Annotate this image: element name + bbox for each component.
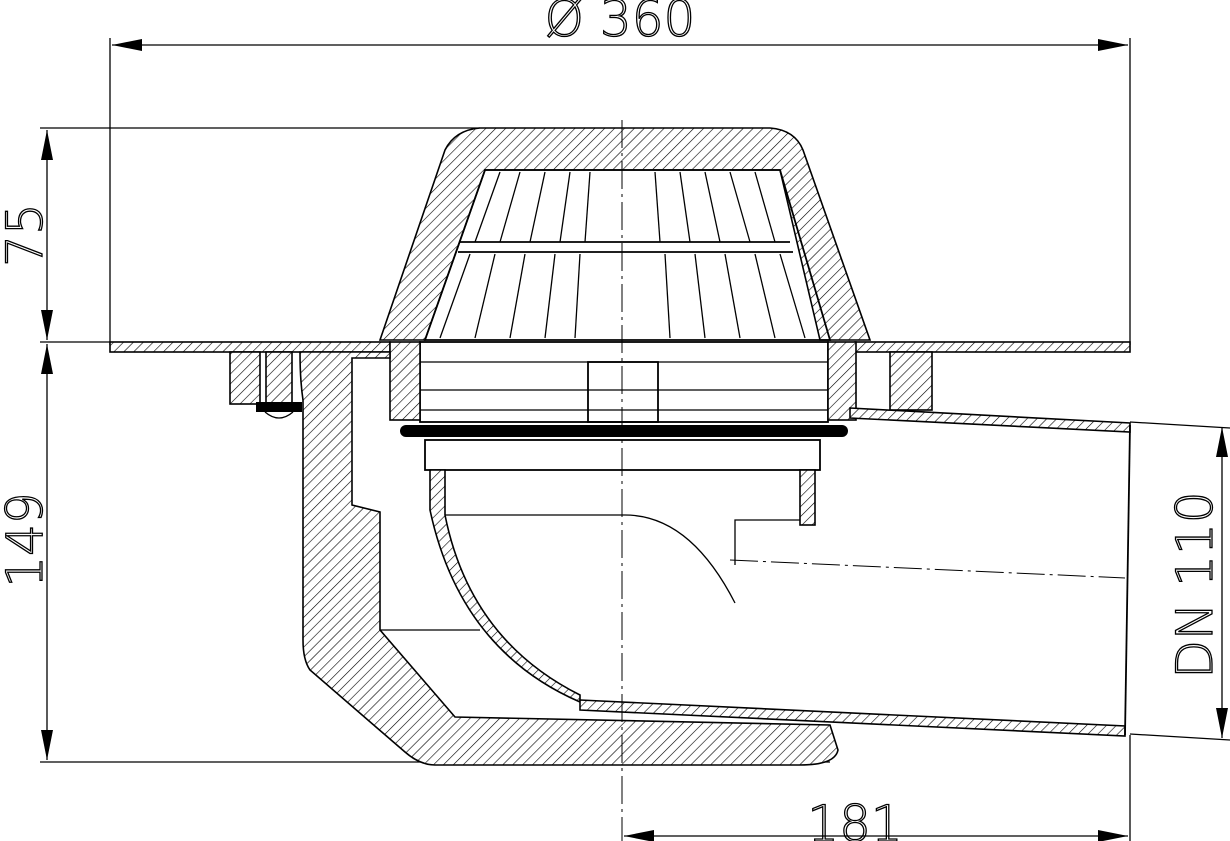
spigot-right-wall <box>799 469 816 526</box>
outlet-centerline <box>729 559 1126 579</box>
inner-spigot <box>429 469 581 704</box>
dome-height-label: 75 <box>0 203 54 267</box>
diameter-label: Ø 360 <box>545 0 696 48</box>
clamp-ring-right <box>889 351 933 411</box>
grate-slots <box>423 169 832 341</box>
outlet-pipe <box>579 407 1131 737</box>
bolt-nut <box>256 402 302 412</box>
outlet-label: DN 110 <box>1166 491 1224 678</box>
clamp-ring-left <box>229 351 261 405</box>
insert-ring <box>389 341 857 471</box>
drain-body <box>299 351 839 766</box>
flange <box>109 341 1131 353</box>
dome-grate <box>378 127 872 341</box>
bolt <box>265 351 293 408</box>
body-height-label: 149 <box>0 492 54 587</box>
offset-label: 181 <box>807 795 902 841</box>
